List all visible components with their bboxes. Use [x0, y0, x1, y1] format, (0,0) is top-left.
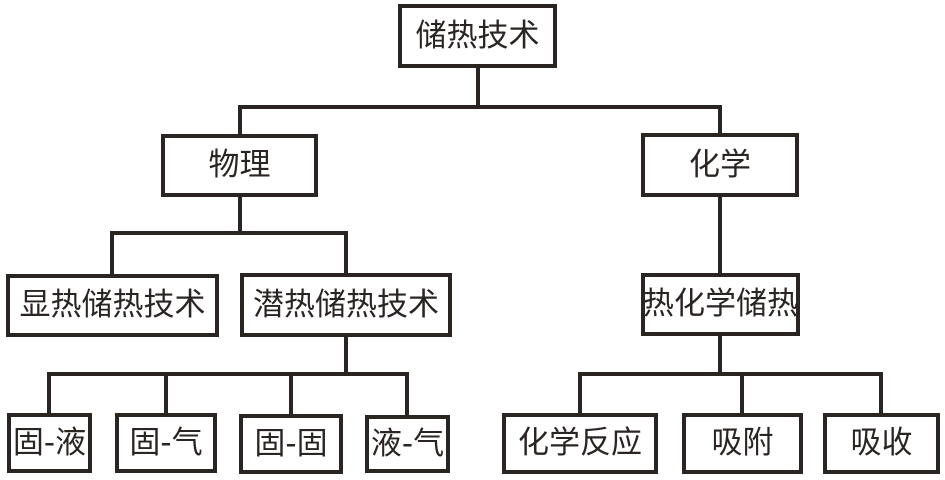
- node-label: 热化学储热: [643, 286, 798, 322]
- connector-level3-right-horizontal: [578, 372, 883, 376]
- node-absorption: 吸收: [823, 413, 940, 474]
- node-solid-gas: 固-气: [115, 413, 217, 473]
- node-solid-solid: 固-固: [239, 414, 343, 474]
- node-label: 显热储热技术: [19, 287, 206, 323]
- node-label: 物理: [208, 147, 271, 183]
- connector-physical-drop: [238, 105, 242, 137]
- node-label: 固-液: [12, 424, 87, 461]
- node-label: 化学反应: [518, 425, 642, 461]
- connector-root-stem: [476, 68, 480, 109]
- connector-liquid-gas-drop: [405, 372, 409, 419]
- connector-solid-liquid-drop: [47, 372, 51, 417]
- node-solid-liquid: 固-液: [7, 413, 92, 473]
- connector-level2-left-horizontal: [110, 231, 348, 235]
- connector-latent-stem: [344, 333, 348, 376]
- connector-solid-solid-drop: [289, 372, 293, 418]
- connector-solid-gas-drop: [164, 372, 168, 417]
- node-physical: 物理: [161, 134, 318, 197]
- connector-chemical-drop: [718, 105, 722, 137]
- node-label: 吸收: [850, 425, 913, 461]
- node-label: 固-气: [129, 424, 203, 461]
- node-adsorption: 吸附: [682, 413, 803, 474]
- connector-level1-horizontal: [238, 105, 722, 109]
- connector-thermochemical-stem: [718, 332, 722, 376]
- node-label: 储热技术: [415, 17, 540, 54]
- node-thermochemical-storage: 热化学储热: [641, 273, 800, 336]
- node-latent-heat-storage: 潜热储热技术: [240, 273, 452, 337]
- connector-chemical-reaction-drop: [578, 372, 582, 417]
- node-liquid-gas: 液-气: [365, 415, 450, 473]
- node-chemical-reaction: 化学反应: [502, 413, 658, 474]
- node-label: 化学: [689, 146, 751, 183]
- node-label: 液-气: [370, 425, 445, 462]
- connector-level3-left-horizontal: [47, 372, 409, 376]
- node-label: 吸附: [711, 425, 774, 461]
- connector-adsorption-drop: [740, 372, 744, 417]
- connector-chemical-stem: [718, 196, 722, 277]
- node-sensible-heat-storage: 显热储热技术: [6, 274, 219, 337]
- connector-physical-stem: [238, 196, 242, 235]
- connector-sensible-drop: [110, 231, 114, 278]
- node-label: 潜热储热技术: [253, 286, 439, 323]
- node-chemical: 化学: [641, 133, 799, 197]
- connector-absorption-drop: [879, 372, 883, 417]
- connector-latent-drop: [344, 231, 348, 277]
- node-label: 固-固: [254, 425, 328, 462]
- node-thermal-storage-technology: 储热技术: [398, 4, 557, 68]
